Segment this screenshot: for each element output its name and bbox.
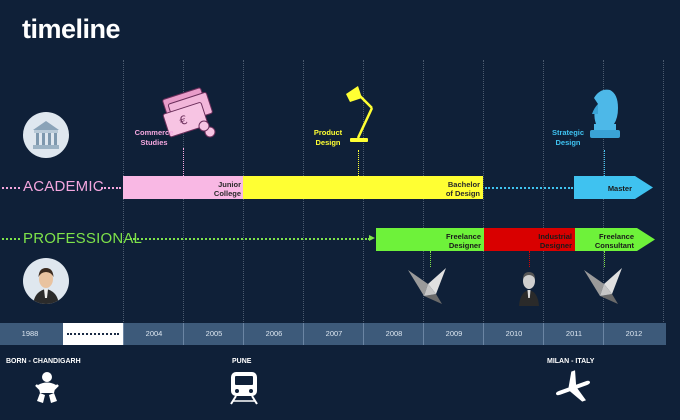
year-cell: 2006 [243,323,304,345]
bar-bachelor-of-design [243,176,483,199]
bar-master [574,176,635,199]
origami-crane-icon [408,268,446,304]
academic-icon-circle [23,112,69,158]
year-cell: 1988 [21,329,39,338]
baby-icon [35,372,59,403]
connector-freelance-consultant [604,251,605,267]
year-band [0,323,666,345]
svg-text:€: € [178,112,190,128]
dotted-lead-academic [101,187,121,189]
museum-icon [33,121,59,149]
connector-industrial-designer [529,251,530,267]
dotted-lead-professional [130,238,370,240]
row-label-academic: ACADEMIC [23,178,104,195]
professional-icon-circle [23,258,69,304]
bar-freelance-consultant-arrowhead [637,228,655,251]
page-title: timeline [22,14,121,44]
desk-lamp-icon [346,86,374,142]
gridline [663,60,664,322]
connector-freelance-designer [430,251,431,267]
place-label-pune: PUNE [232,358,252,365]
category-connector-strategic [604,150,605,176]
year-cell: 2011 [543,323,604,345]
category-connector-product [358,150,359,176]
year-cell: 2007 [303,323,364,345]
year-gap [63,323,123,345]
year-cell: 2008 [363,323,424,345]
bar-industrial-designer [484,228,575,251]
dotted-lead-academic [2,187,20,189]
bar-master-arrowhead [635,176,653,199]
arrowhead-professional-lead [369,235,375,241]
origami-crane-icon [584,268,622,304]
bar-label-master: Master [607,184,632,193]
gridline [543,60,544,322]
gridline [483,60,484,322]
place-label-milan: MILAN - ITALY [547,358,595,365]
year-cell: 2005 [183,323,244,345]
money-icon: € [162,87,216,138]
dotted-lead-professional [2,238,20,240]
chess-knight-icon [590,89,620,138]
bar-freelance-consultant [575,228,637,251]
bar-junior-college [123,176,243,199]
year-cell: 2010 [483,323,544,345]
place-label-born: BORN - CHANDIGARH [6,358,81,365]
row-label-professional: PROFESSIONAL [23,230,143,247]
person-icon [519,272,539,306]
year-cell: 2009 [423,323,484,345]
person-icon [33,268,59,304]
train-icon [230,372,258,405]
bar-freelance-designer [376,228,484,251]
year-cell: 2012 [603,323,664,345]
dotted-connector-academic [485,187,573,189]
year-cell: 2004 [123,323,184,345]
airplane-icon [555,370,591,402]
category-connector-commerce [183,148,184,176]
